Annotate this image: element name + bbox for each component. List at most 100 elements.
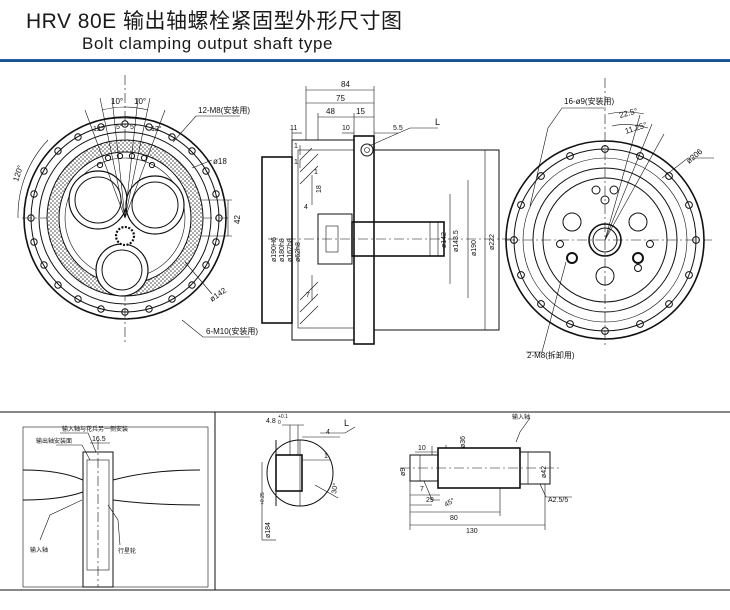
back-view	[505, 78, 714, 353]
side-dia-d: ø62h8	[295, 242, 302, 262]
title-english: Bolt clamping output shaft type	[82, 34, 334, 53]
detail-right-d10: 10	[418, 445, 426, 452]
side-dia-f: ø143.5	[453, 230, 460, 252]
leader-2m8	[526, 261, 567, 353]
side-dia-c: ø167h8	[287, 238, 294, 262]
front-gear-right-inner	[131, 181, 179, 229]
detail-right-chamfer: A2.5/5	[548, 497, 568, 504]
side-d5-5: 5.5	[393, 125, 403, 132]
detail-right-angle-45: 45°	[443, 496, 456, 508]
header: HRV 80E 输出轴螺栓紧固型外形尺寸图 Bolt clamping outp…	[0, 0, 730, 62]
detail-mid-tol-b: 0	[278, 420, 281, 426]
side-dia-g: ø190	[471, 240, 478, 256]
side-d1b: 1	[294, 159, 298, 166]
side-d1a: 1	[294, 143, 298, 150]
side-dia-b: ø180h8	[279, 238, 286, 262]
front-gear-bottom	[95, 243, 149, 297]
front-bolt-ring	[30, 123, 220, 313]
detail-mid-d4: 4	[326, 429, 330, 436]
detail-left-label-input: 输入轴	[30, 546, 48, 554]
front-angle-10b: 10°	[134, 97, 146, 106]
front-angle-10a: 10°	[111, 97, 123, 106]
side-d1c: 1	[314, 169, 318, 176]
detail-mid-angle-30: 30°	[330, 482, 340, 494]
detail-mid	[261, 424, 356, 541]
detail-mid-slot	[275, 454, 303, 492]
side-d48: 48	[326, 107, 335, 116]
detail-right-d80: 80	[450, 515, 458, 522]
side-top-dims	[291, 86, 398, 157]
back-hole-bottom	[595, 266, 615, 286]
side-right-dims	[429, 150, 486, 330]
front-sun-gear	[114, 225, 136, 247]
front-dia-18: ø18	[213, 157, 227, 166]
detail-left-label-gear: 行星轮	[118, 547, 136, 555]
leader-12m8	[172, 115, 240, 143]
front-angle-5b: 5°	[130, 123, 137, 131]
detail-right	[400, 417, 572, 530]
back-m8-hole-a	[566, 252, 578, 264]
side-middle-body	[291, 139, 355, 341]
back-pcd	[522, 157, 688, 323]
detail-right-dia-42: ø42	[541, 466, 548, 478]
title-chinese: HRV 80E 输出轴螺栓紧固型外形尺寸图	[26, 10, 403, 33]
side-flange	[353, 135, 375, 345]
front-outer-holes	[27, 120, 223, 316]
detail-right-dia-36: ø36	[460, 436, 467, 448]
detail-right-label-input: 输入轴	[512, 413, 530, 421]
back-dia-206: ø206	[685, 147, 705, 166]
detail-left	[22, 426, 209, 588]
back-bolt-circle	[513, 148, 697, 332]
side-view	[261, 86, 510, 345]
detail-right-d130: 130	[466, 528, 478, 535]
side-dia-a: ø190H6	[271, 237, 278, 262]
back-inner-ring	[532, 167, 678, 313]
detail-right-d29: 29	[426, 497, 434, 504]
side-hatch	[299, 147, 319, 325]
detail-right-dia-9: ø9	[400, 468, 407, 476]
front-tapped-m10: 6-M10(安装用)	[206, 326, 258, 336]
front-angle-12b: 12°	[151, 125, 162, 133]
detail-right-leader	[515, 417, 531, 443]
detail-left-label-mount: 输出轴安装面	[36, 437, 72, 445]
side-d15: 15	[356, 107, 365, 116]
detail-mid-d1: 1	[324, 453, 328, 460]
back-hole-right	[628, 212, 648, 232]
side-d75: 75	[336, 94, 345, 103]
leader-206	[661, 157, 714, 179]
back-tapped-m8: 2-M8(拆卸用)	[527, 350, 575, 360]
back-hole-left	[562, 212, 582, 232]
detail-left-label-top: 输入轴与花兵另一侧安装	[62, 425, 128, 433]
back-m8-hole-b	[632, 252, 644, 264]
side-d7: 7	[306, 292, 310, 299]
side-output-shaft	[351, 221, 445, 257]
side-left-dims	[299, 145, 313, 300]
front-dim-42: 42	[233, 215, 242, 224]
front-view	[17, 75, 250, 345]
side-label-L: L	[435, 117, 440, 127]
front-gear-bottom-inner	[101, 249, 143, 291]
back-center-bore	[588, 223, 622, 257]
side-output-shell	[373, 149, 500, 331]
side-dia-e: ø142	[441, 232, 448, 248]
side-L-leader	[368, 127, 438, 147]
back-hub	[542, 177, 668, 303]
leader-16-holes	[529, 107, 606, 207]
back-outer-holes	[510, 145, 700, 335]
front-tapped-holes: 12-M8(安装用)	[198, 105, 250, 115]
back-angle-11-25: 11.25°	[624, 120, 648, 136]
back-holes: 16-ø9(安装用)	[564, 96, 615, 106]
detail-mid-tol-a: +0.1	[278, 414, 288, 420]
front-dia-142: ø142	[208, 285, 229, 303]
detail-right-d7: 7	[420, 486, 424, 493]
detail-right-end	[519, 451, 551, 485]
side-d4: 4	[304, 204, 308, 211]
front-angle-5a: 5°	[116, 123, 123, 131]
side-d84: 84	[341, 80, 350, 89]
title-rule	[0, 59, 730, 62]
front-angle-120-arc	[17, 139, 49, 219]
detail-left-d16-5: 16.5	[92, 436, 106, 443]
front-angle-12a: 12°	[93, 125, 104, 133]
side-dia-h: ø222	[489, 234, 496, 250]
